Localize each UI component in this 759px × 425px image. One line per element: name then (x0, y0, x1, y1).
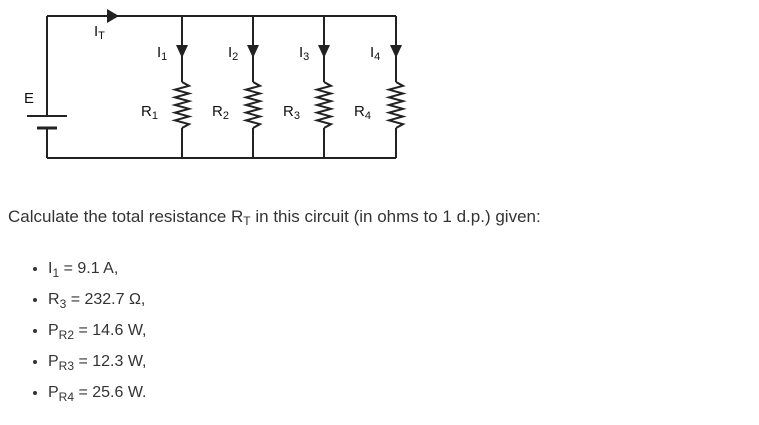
circuit-diagram (27, 9, 407, 159)
total-current-label: IT (94, 23, 105, 42)
question-text: Calculate the total resistance RT in thi… (8, 207, 541, 228)
resistor-zigzag (385, 81, 407, 129)
branch-current-label: I1 (157, 44, 168, 63)
list-item: R3 = 232.7 Ω, (48, 289, 147, 320)
resistor-label: R3 (283, 103, 300, 122)
branch-current-arrow-icon (176, 45, 188, 58)
branch-current-label: I2 (228, 44, 239, 63)
list-item: PR3 = 12.3 W, (48, 351, 147, 382)
branch-current-arrow-icon (318, 45, 330, 58)
source-label: E (24, 90, 35, 107)
list-item: PR4 = 25.6 W. (48, 382, 147, 413)
total-current-arrow-icon (107, 9, 119, 23)
branch-current-label: I4 (370, 44, 381, 63)
resistor-zigzag (242, 81, 264, 129)
branch-current-arrow-icon (247, 45, 259, 58)
list-item: PR2 = 14.6 W, (48, 320, 147, 351)
resistor-zigzag (313, 81, 335, 129)
branch-current-arrow-icon (390, 45, 402, 58)
resistor-zigzag (171, 81, 193, 129)
branch-current-label: I3 (299, 44, 310, 63)
resistor-label: R1 (141, 103, 158, 122)
resistor-label: R2 (212, 103, 229, 122)
list-item: I1 = 9.1 A, (48, 258, 147, 289)
givens-list: I1 = 9.1 A, R3 = 232.7 Ω, PR2 = 14.6 W, … (30, 258, 147, 413)
resistor-label: R4 (354, 103, 371, 122)
